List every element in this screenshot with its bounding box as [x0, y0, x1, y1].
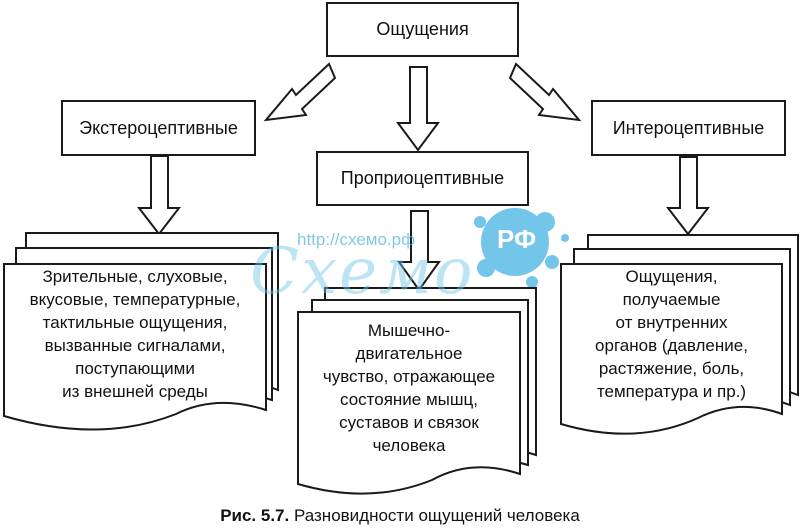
detail-interoceptive: Ощущения, получаемые от внутренних орган… — [595, 267, 748, 401]
category-interoceptive: Интероцептивные — [591, 100, 786, 156]
left-doc-front — [3, 263, 267, 431]
caption-text: Разновидности ощущений человека — [293, 506, 580, 525]
arrow-proprioceptive-down — [397, 210, 441, 292]
figure-caption: Рис. 5.7. Разновидности ощущений человек… — [0, 506, 800, 526]
watermark-url: http://схемо.рф — [297, 230, 416, 249]
arrow-exteroceptive-down — [136, 155, 182, 236]
title-box: Ощущения — [326, 2, 519, 57]
caption-label: Рис. 5.7. — [220, 506, 290, 525]
watermark-badge: РФ — [497, 224, 537, 254]
detail-exteroceptive: Зрительные, слуховые, вкусовые, температ… — [29, 267, 241, 401]
arrow-to-proprioceptive — [396, 66, 440, 152]
detail-proprioceptive: Мышечно- двигательное чувство, отражающе… — [322, 321, 496, 455]
arrow-to-exteroceptive — [263, 62, 337, 122]
arrow-interoceptive-down — [665, 156, 711, 236]
arrow-to-interoceptive — [508, 62, 582, 122]
category-proprioceptive: Проприоцептивные — [316, 151, 529, 206]
middle-doc-front — [297, 311, 521, 495]
right-doc-front — [560, 263, 783, 435]
watermark-word: Схемо — [250, 235, 475, 309]
category-exteroceptive: Экстероцептивные — [61, 100, 256, 156]
watermark-splash — [474, 208, 569, 288]
